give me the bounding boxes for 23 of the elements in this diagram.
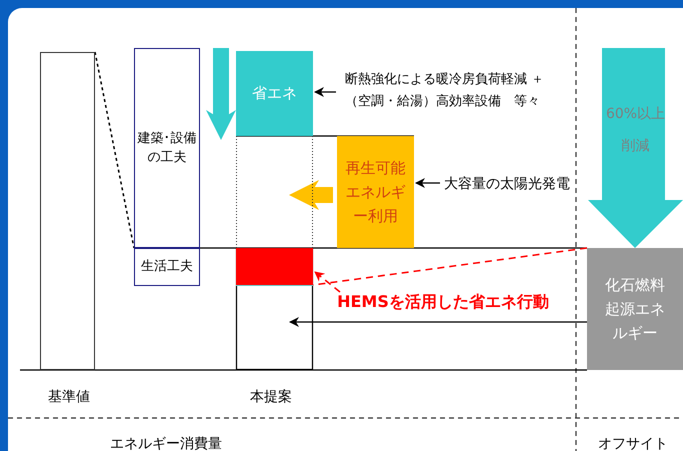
measure-box: 生活工夫 xyxy=(134,248,200,286)
reduction-arrow: 60%以上削減 xyxy=(588,48,683,248)
measure-box: 建築･設備の工夫 xyxy=(134,48,200,248)
axis-label: 基準値 xyxy=(48,388,90,407)
renewable-box: 再生可能エネルギー利用 xyxy=(337,136,414,248)
arrow xyxy=(289,180,333,210)
arrow xyxy=(206,48,236,140)
axis-label: 本提案 xyxy=(250,388,292,407)
saving-box: 省エネ xyxy=(236,51,313,136)
connector-line xyxy=(94,52,135,248)
bar xyxy=(40,52,95,370)
axis-label: エネルギー消費量 xyxy=(110,435,222,451)
arrow xyxy=(314,271,340,293)
box xyxy=(236,248,313,286)
axis-label: オフサイト xyxy=(598,435,668,451)
energy-box: 化石燃料起源エネルギー xyxy=(587,248,683,370)
note-text: 断熱強化による暖冷房負荷軽減 ＋（空調・給湯）高効率設備 等々 xyxy=(345,66,570,116)
bar xyxy=(236,136,313,370)
arrow xyxy=(415,178,440,188)
arrow xyxy=(289,317,587,327)
note-text: HEMSを活用した省エネ行動 xyxy=(328,289,558,315)
note-text: 大容量の太陽光発電 xyxy=(444,173,574,195)
arrow xyxy=(314,87,336,97)
